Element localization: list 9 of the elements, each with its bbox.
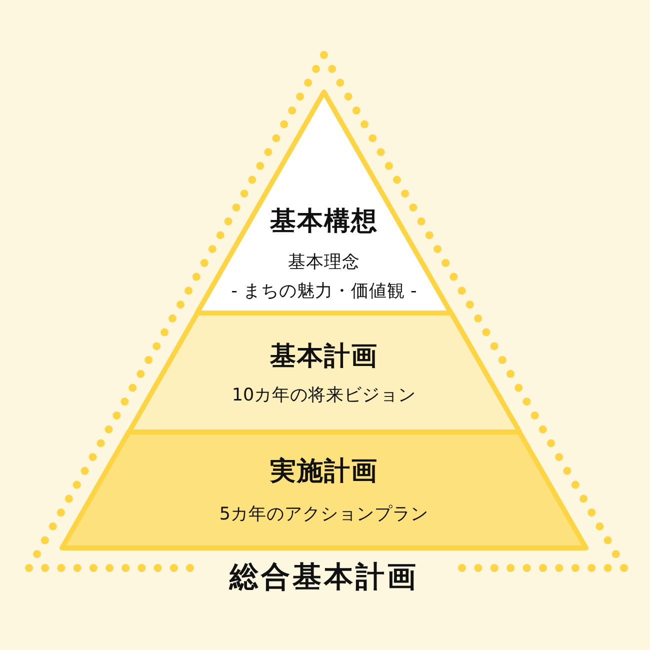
tier-description: 基本理念 xyxy=(288,252,360,274)
tier-heading: 基本計画 xyxy=(270,341,378,373)
tier-heading: 基本構想 xyxy=(270,206,378,238)
tier-description: 10カ年の将来ビジョン xyxy=(232,386,416,406)
pyramid-base-tier xyxy=(58,428,590,552)
tier-description: 5カ年のアクションプラン xyxy=(219,504,429,526)
pyramid-title: 総合基本計画 xyxy=(230,560,418,594)
tier-heading: 実施計画 xyxy=(270,456,378,488)
tier-description: - まちの魅力・価値観 - xyxy=(231,282,417,302)
